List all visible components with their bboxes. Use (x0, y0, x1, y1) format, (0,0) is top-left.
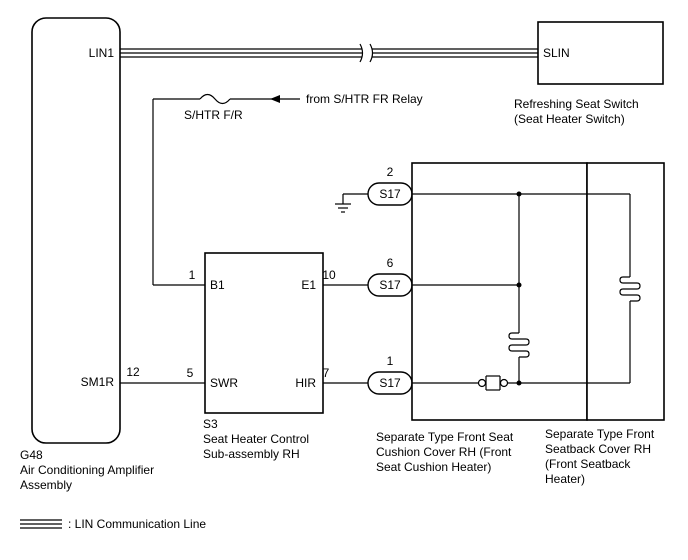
legend-lin-line-symbol (20, 519, 62, 529)
cushion-label-line1: Separate Type Front Seat (376, 430, 514, 444)
fuse-source-label: from S/HTR FR Relay (306, 92, 423, 106)
controller-pin-swr-number: 5 (187, 366, 194, 380)
amplifier-name-line2: Assembly (20, 478, 72, 492)
controller-name-line1: Seat Heater Control (203, 432, 309, 446)
seatback-label-line4: Heater) (545, 472, 585, 486)
amplifier-pin-lin1: LIN1 (89, 46, 115, 60)
connector-s17-pin1-label: S17 (379, 376, 401, 390)
fuse-label: S/HTR F/R (184, 108, 243, 122)
lin-communication-line (120, 43, 538, 63)
seatback-label-line3: (Front Seatback (545, 457, 631, 471)
controller-pin-swr: SWR (210, 376, 238, 390)
ground-symbol (335, 193, 368, 213)
amplifier-code: G48 (20, 448, 43, 462)
seatback-label-line1: Separate Type Front (545, 427, 655, 441)
controller-pin-e1-number: 10 (322, 268, 336, 282)
thermostat-switch-symbol (477, 375, 509, 391)
heater-internal-wiring (412, 191, 631, 386)
amplifier-box (31, 17, 121, 444)
fuse-symbol (153, 93, 275, 105)
seat-switch-name-line1: Refreshing Seat Switch (514, 97, 639, 111)
amplifier-name-line1: Air Conditioning Amplifier (20, 463, 154, 477)
seatback-heater-element (619, 276, 641, 302)
legend-label: : LIN Communication Line (68, 517, 206, 531)
controller-pin-b1-number: 1 (189, 268, 196, 282)
amplifier-pin-sm1r: SM1R (81, 375, 115, 389)
controller-pin-b1: B1 (210, 278, 225, 292)
seat-switch-name-line2: (Seat Heater Switch) (514, 112, 625, 126)
seat-switch-box (537, 21, 664, 85)
cushion-heater-element (508, 332, 530, 358)
controller-code: S3 (203, 417, 218, 431)
seatback-label-line2: Seatback Cover RH (545, 442, 651, 456)
connector-s17-pin6-number: 6 (387, 256, 394, 270)
connector-s17-pin2-label: S17 (379, 187, 401, 201)
connector-s17-pin1-number: 1 (387, 354, 394, 368)
controller-box (204, 252, 324, 414)
controller-pin-hir-number: 7 (323, 366, 330, 380)
controller-pin-hir: HIR (295, 376, 316, 390)
relay-feed-arrow (270, 95, 300, 103)
amplifier-pin-sm1r-number: 12 (126, 365, 140, 379)
connector-s17-pin6-label: S17 (379, 278, 401, 292)
seatback-cover-box (586, 162, 665, 421)
cushion-label-line2: Cushion Cover RH (Front (376, 445, 512, 459)
seat-switch-pin-slin: SLIN (543, 46, 570, 60)
controller-name-line2: Sub-assembly RH (203, 447, 300, 461)
controller-pin-e1: E1 (301, 278, 316, 292)
connector-s17-pin2-number: 2 (387, 165, 394, 179)
cushion-label-line3: Seat Cushion Heater) (376, 460, 491, 474)
